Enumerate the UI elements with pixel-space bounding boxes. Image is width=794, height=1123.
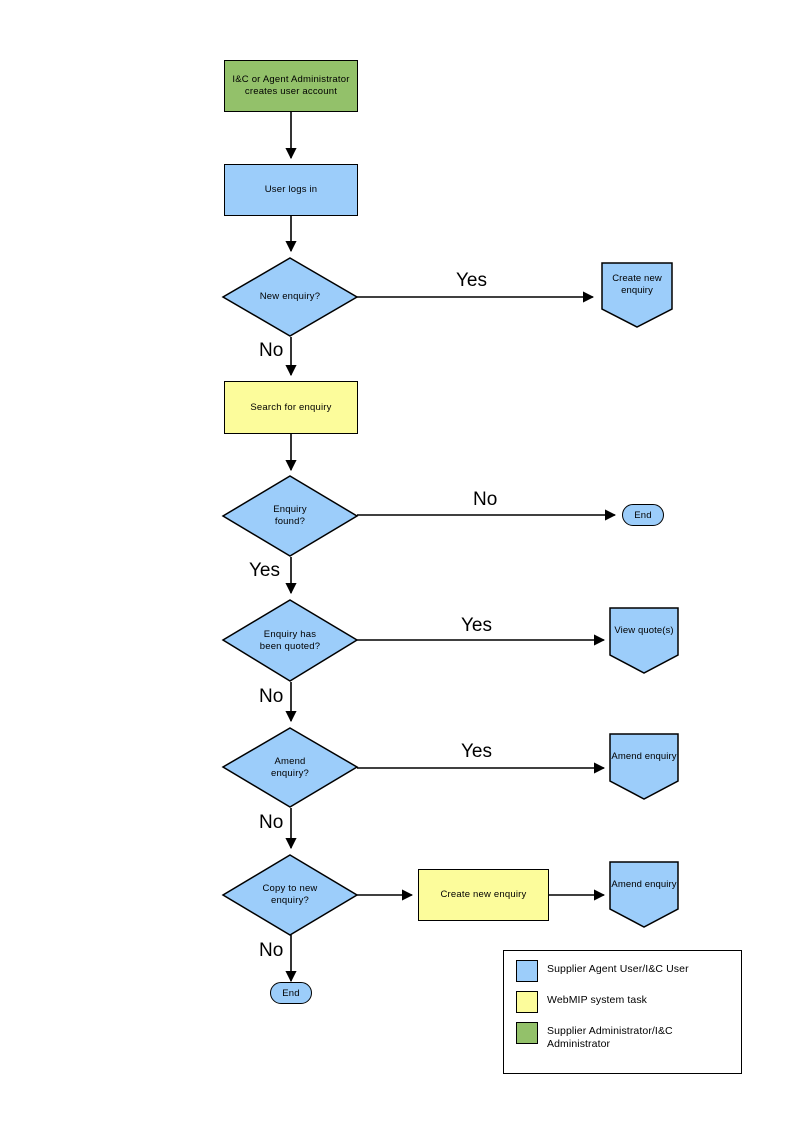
legend-swatch-blue xyxy=(516,960,538,982)
node-label: New enquiry? xyxy=(259,291,321,303)
node-label: Amend enquiry xyxy=(611,750,677,762)
node-label: Search for enquiry xyxy=(250,401,332,413)
node-end-terminator-final[interactable]: End xyxy=(270,982,312,1004)
edge-label-copy-no: No xyxy=(259,940,284,961)
node-label: End xyxy=(282,987,300,999)
edge-label-quoted-no: No xyxy=(259,686,284,707)
node-admin-creates-account[interactable]: I&C or Agent Administrator creates user … xyxy=(224,60,358,112)
edge-label-found-no: No xyxy=(473,489,498,510)
edge-label-new-enquiry-yes: Yes xyxy=(456,270,487,291)
node-end-terminator-found[interactable]: End xyxy=(622,504,664,526)
node-decision-amend-enquiry[interactable]: Amend enquiry? xyxy=(221,727,359,808)
legend-item-supplier-administrator: Supplier Administrator/I&C Administrator xyxy=(516,1022,731,1051)
node-label: Create new enquiry xyxy=(612,273,662,296)
shield-shape xyxy=(601,262,673,328)
legend-label: Supplier Administrator/I&C Administrator xyxy=(547,1025,673,1050)
node-label: End xyxy=(634,509,652,521)
node-label: Enquiry found? xyxy=(273,504,307,527)
diamond-shape xyxy=(221,475,359,557)
shield-shape xyxy=(609,607,679,674)
node-amend-enquiry-shield-lower[interactable]: Amend enquiry xyxy=(609,861,679,928)
node-view-quotes-shield[interactable]: View quote(s) xyxy=(609,607,679,674)
edge-label-amend-no: No xyxy=(259,812,284,833)
node-label: Copy to new enquiry? xyxy=(262,883,318,906)
edge-label-found-yes: Yes xyxy=(249,560,280,581)
node-search-for-enquiry[interactable]: Search for enquiry xyxy=(224,381,358,434)
diamond-shape xyxy=(221,854,359,936)
node-decision-enquiry-found[interactable]: Enquiry found? xyxy=(221,475,359,557)
node-create-new-enquiry-task[interactable]: Create new enquiry xyxy=(418,869,549,921)
node-label: View quote(s) xyxy=(614,624,674,636)
diamond-shape xyxy=(221,727,359,808)
legend-item-supplier-agent-user: Supplier Agent User/I&C User xyxy=(516,960,731,982)
node-label: User logs in xyxy=(264,184,318,196)
node-label: I&C or Agent Administrator creates user … xyxy=(232,74,350,97)
shield-shape xyxy=(609,733,679,800)
shield-shape xyxy=(609,861,679,928)
node-label: Enquiry has been quoted? xyxy=(259,628,321,652)
node-label: Amend enquiry? xyxy=(270,755,310,779)
legend-label: Supplier Agent User/I&C User xyxy=(547,963,689,975)
node-amend-enquiry-shield-upper[interactable]: Amend enquiry xyxy=(609,733,679,800)
legend-box: Supplier Agent User/I&C User WebMIP syst… xyxy=(503,950,742,1074)
legend-swatch-green xyxy=(516,1022,538,1044)
edge-label-amend-yes: Yes xyxy=(461,741,492,762)
legend-label: WebMIP system task xyxy=(547,994,648,1006)
node-create-new-enquiry-shield[interactable]: Create new enquiry xyxy=(601,262,673,328)
legend-swatch-yellow xyxy=(516,991,538,1013)
node-label: Amend enquiry xyxy=(611,878,677,890)
edge-label-new-enquiry-no: No xyxy=(259,340,284,361)
node-decision-copy-to-new-enquiry[interactable]: Copy to new enquiry? xyxy=(221,854,359,936)
edge-label-quoted-yes: Yes xyxy=(461,615,492,636)
diamond-shape xyxy=(221,599,359,682)
node-decision-enquiry-quoted[interactable]: Enquiry has been quoted? xyxy=(221,599,359,682)
legend-item-webmip-system-task: WebMIP system task xyxy=(516,991,731,1013)
node-label: Create new enquiry xyxy=(440,889,527,901)
node-decision-new-enquiry[interactable]: New enquiry? xyxy=(221,257,359,337)
diamond-shape xyxy=(221,257,359,337)
node-user-logs-in[interactable]: User logs in xyxy=(224,164,358,216)
